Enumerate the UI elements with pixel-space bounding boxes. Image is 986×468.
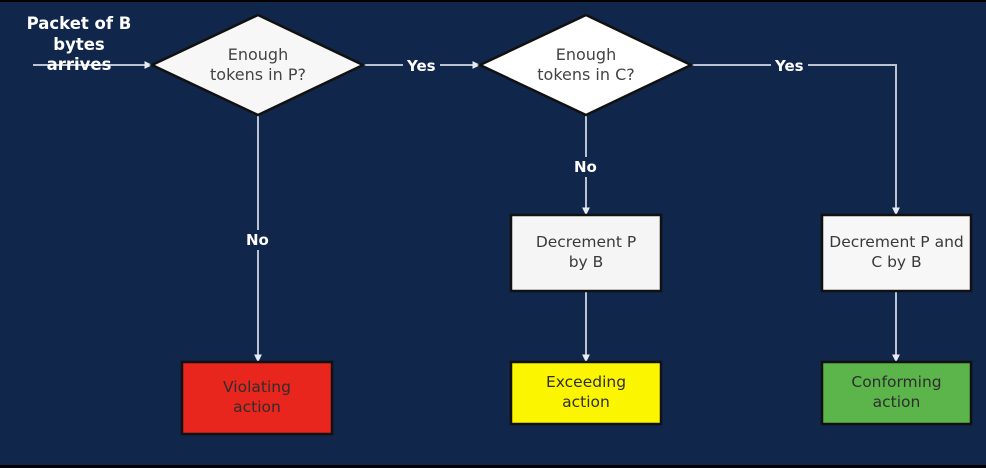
process-decrement-p[interactable] xyxy=(509,213,663,293)
edge-label-c-yes: Yes xyxy=(771,56,808,76)
process-decrement-p-and-c[interactable] xyxy=(820,213,973,293)
terminal-violating-action[interactable] xyxy=(180,360,334,436)
start-label: Packet of B bytes arrives xyxy=(26,14,132,75)
terminal-exceeding-action[interactable] xyxy=(509,360,663,426)
terminal-conforming-action[interactable] xyxy=(820,360,973,426)
edge-label-p-no: No xyxy=(242,230,273,250)
edge-enough-tokens-c-yes xyxy=(691,64,900,216)
decision-enough-tokens-p[interactable] xyxy=(149,13,366,117)
edge-label-c-no: No xyxy=(570,157,601,177)
decision-enough-tokens-c[interactable] xyxy=(477,13,694,117)
edge-label-p-yes: Yes xyxy=(403,56,440,76)
